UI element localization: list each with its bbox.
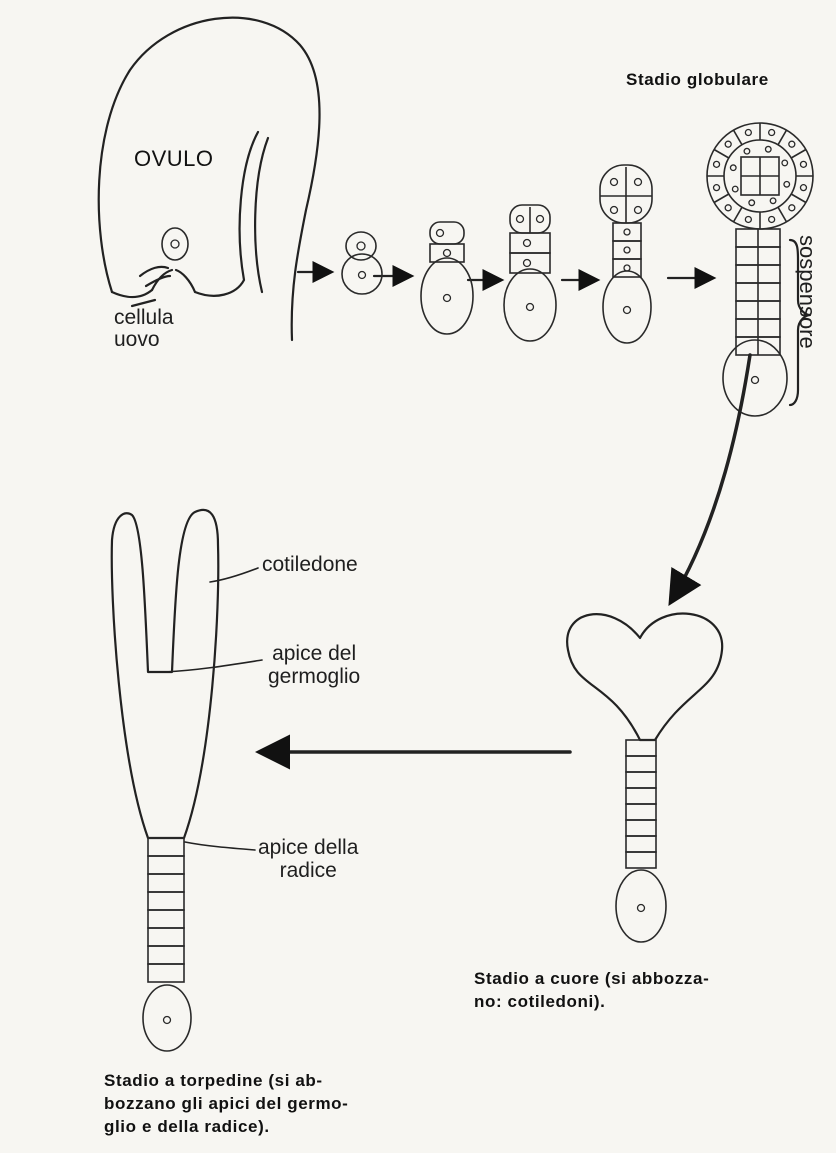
embryo-proembryo <box>600 165 652 343</box>
label-cotiledone: cotiledone <box>262 552 358 577</box>
caption-stadio-cuore: Stadio a cuore (si abbozza- no: cotiledo… <box>474 968 709 1014</box>
label-sospensore: sospensore <box>794 235 820 425</box>
embryo-heart <box>567 614 722 942</box>
arrow-to-heart <box>672 355 750 600</box>
label-apice-germoglio: apice del germoglio <box>268 642 360 688</box>
cotiledone-leader <box>210 568 258 582</box>
ovule-shape <box>99 18 320 340</box>
embryo-torpedo <box>112 510 219 1051</box>
label-cellula-uovo: cellula uovo <box>114 307 174 351</box>
label-apice-radice: apice della radice <box>258 836 358 882</box>
embryo-eight-cell <box>504 205 556 341</box>
caption-stadio-torpedine: Stadio a torpedine (si ab- bozzano gli a… <box>104 1070 348 1139</box>
label-ovulo: OVULO <box>134 146 214 172</box>
apice-radice-leader <box>185 842 255 850</box>
embryo-two-cell <box>342 232 382 294</box>
label-stadio-globulare: Stadio globulare <box>626 70 769 90</box>
embryo-four-cell <box>421 222 473 334</box>
